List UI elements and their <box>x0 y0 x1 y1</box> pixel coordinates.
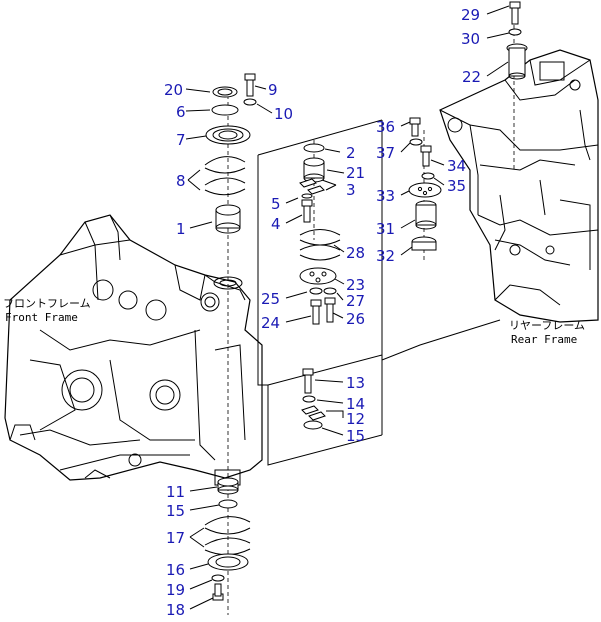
callout-25: 25 <box>261 290 280 308</box>
callout-30: 30 <box>461 30 480 48</box>
callout-7: 7 <box>176 131 186 149</box>
callout-15b: 15 <box>166 502 185 520</box>
callout-24: 24 <box>261 314 280 332</box>
callout-17: 17 <box>166 529 185 547</box>
callout-31: 31 <box>376 220 395 238</box>
upper-front-pin-parts <box>204 73 257 234</box>
callout-16: 16 <box>166 561 185 579</box>
callout-5: 5 <box>271 195 281 213</box>
callout-35: 35 <box>447 177 466 195</box>
callout-20: 20 <box>164 81 183 99</box>
callout-leaders <box>185 5 510 610</box>
callout-27: 27 <box>346 292 365 310</box>
rear-frame-label-en: Rear Frame <box>511 333 577 346</box>
front-frame-label-en: Front Frame <box>5 311 78 324</box>
front-frame-drawing <box>4 214 263 486</box>
callout-26: 26 <box>346 310 365 328</box>
callout-21: 21 <box>346 164 365 182</box>
callout-34: 34 <box>447 157 466 175</box>
callout-11: 11 <box>166 483 185 501</box>
lower-front-pin-parts <box>204 477 251 601</box>
rear-frame-label-jp: リヤーフレーム <box>509 319 585 332</box>
callout-1: 1 <box>176 220 186 238</box>
rear-frame-drawing <box>439 49 599 323</box>
callout-29: 29 <box>461 6 480 24</box>
callout-4: 4 <box>271 215 281 233</box>
center-pin-parts <box>299 143 341 325</box>
callout-numbers: 1 2 3 4 5 6 7 8 9 10 11 12 13 14 15 15 1… <box>164 6 481 619</box>
callout-14: 14 <box>346 395 365 413</box>
callout-10: 10 <box>274 105 293 123</box>
callout-15a: 15 <box>346 427 365 445</box>
callout-36: 36 <box>376 118 395 136</box>
callout-3: 3 <box>346 181 356 199</box>
callout-19: 19 <box>166 581 185 599</box>
callout-8: 8 <box>176 172 186 190</box>
callout-32: 32 <box>376 247 395 265</box>
rear-pin-parts <box>506 1 528 80</box>
callout-37: 37 <box>376 144 395 162</box>
callout-6: 6 <box>176 103 186 121</box>
callout-18: 18 <box>166 601 185 619</box>
callout-22: 22 <box>462 68 481 86</box>
callout-12: 12 <box>346 410 365 428</box>
callout-23: 23 <box>346 276 365 294</box>
front-frame-label-jp: フロントフレーム <box>3 297 91 310</box>
callout-28: 28 <box>346 244 365 262</box>
lower-center-parts <box>301 368 326 430</box>
callout-33: 33 <box>376 187 395 205</box>
callout-9: 9 <box>268 81 278 99</box>
callout-13: 13 <box>346 374 365 392</box>
callout-2: 2 <box>346 144 356 162</box>
rear-lower-parts <box>408 117 442 251</box>
